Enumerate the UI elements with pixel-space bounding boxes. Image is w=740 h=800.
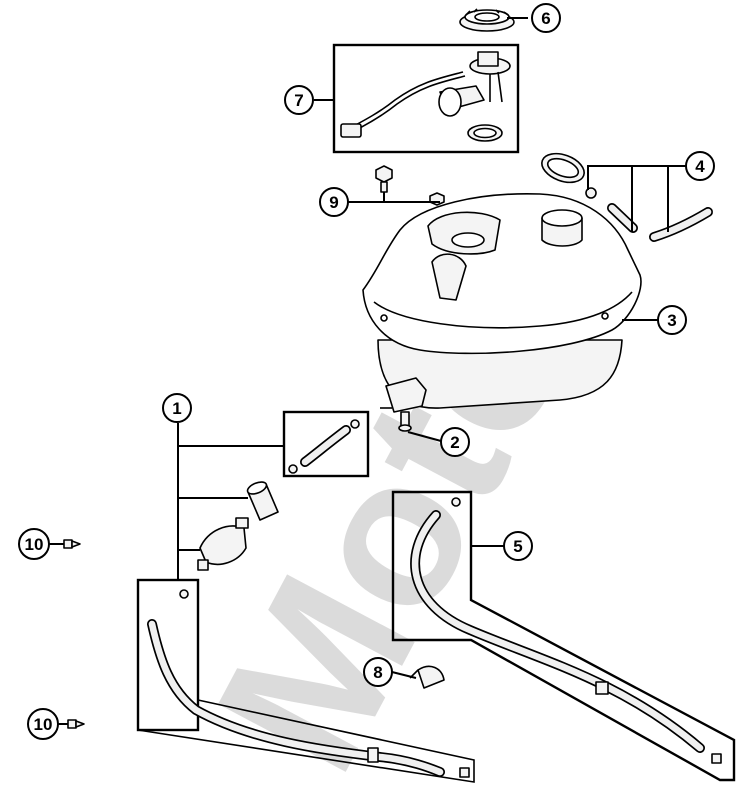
leader-lines — [177, 17, 686, 679]
callout-8: 8 — [363, 657, 393, 687]
callout-9: 9 — [319, 187, 349, 217]
svg-text:3: 3 — [667, 311, 676, 330]
callout-10-lower: 10 — [27, 708, 68, 740]
part-7-fuel-pump — [340, 51, 511, 142]
svg-text:6: 6 — [541, 9, 550, 28]
callout-1: 1 — [162, 393, 192, 423]
part-3-fuel-tank — [362, 193, 642, 413]
part-1-sleeve — [246, 481, 279, 521]
callout-6: 6 — [531, 3, 561, 33]
callout-10-upper: 10 — [18, 528, 64, 560]
part-1-lower-frame — [136, 578, 200, 732]
part-5-fuel-hose — [410, 497, 722, 764]
svg-text:4: 4 — [695, 157, 705, 176]
svg-text:1: 1 — [172, 399, 181, 418]
svg-text:5: 5 — [513, 537, 522, 556]
svg-text:8: 8 — [373, 663, 382, 682]
svg-text:9: 9 — [329, 193, 338, 212]
part-6-lock-ring — [459, 8, 515, 32]
part-1-upper-frame — [282, 410, 370, 478]
callout-7: 7 — [284, 85, 314, 115]
part-1-short-hose — [288, 419, 360, 474]
callout-4: 4 — [685, 151, 715, 181]
part-9-bolt — [375, 165, 445, 206]
svg-text:10: 10 — [25, 535, 44, 554]
part-1-fuel-filter — [197, 517, 249, 571]
part-4-breather-hoses — [541, 152, 713, 242]
callout-3: 3 — [657, 305, 687, 335]
callout-5: 5 — [503, 531, 533, 561]
part-1-lower-frame-extension — [137, 699, 475, 783]
part-10-screw-lower — [67, 719, 85, 729]
callout-2: 2 — [440, 427, 470, 457]
part-1-long-hose — [147, 589, 470, 778]
svg-text:10: 10 — [34, 715, 53, 734]
svg-text:2: 2 — [450, 433, 459, 452]
part-2-fuel-tap — [398, 411, 412, 432]
part-5-frame — [391, 490, 736, 782]
svg-text:7: 7 — [294, 91, 303, 110]
part-10-screw-upper — [63, 539, 81, 549]
part-7-frame — [332, 43, 520, 154]
